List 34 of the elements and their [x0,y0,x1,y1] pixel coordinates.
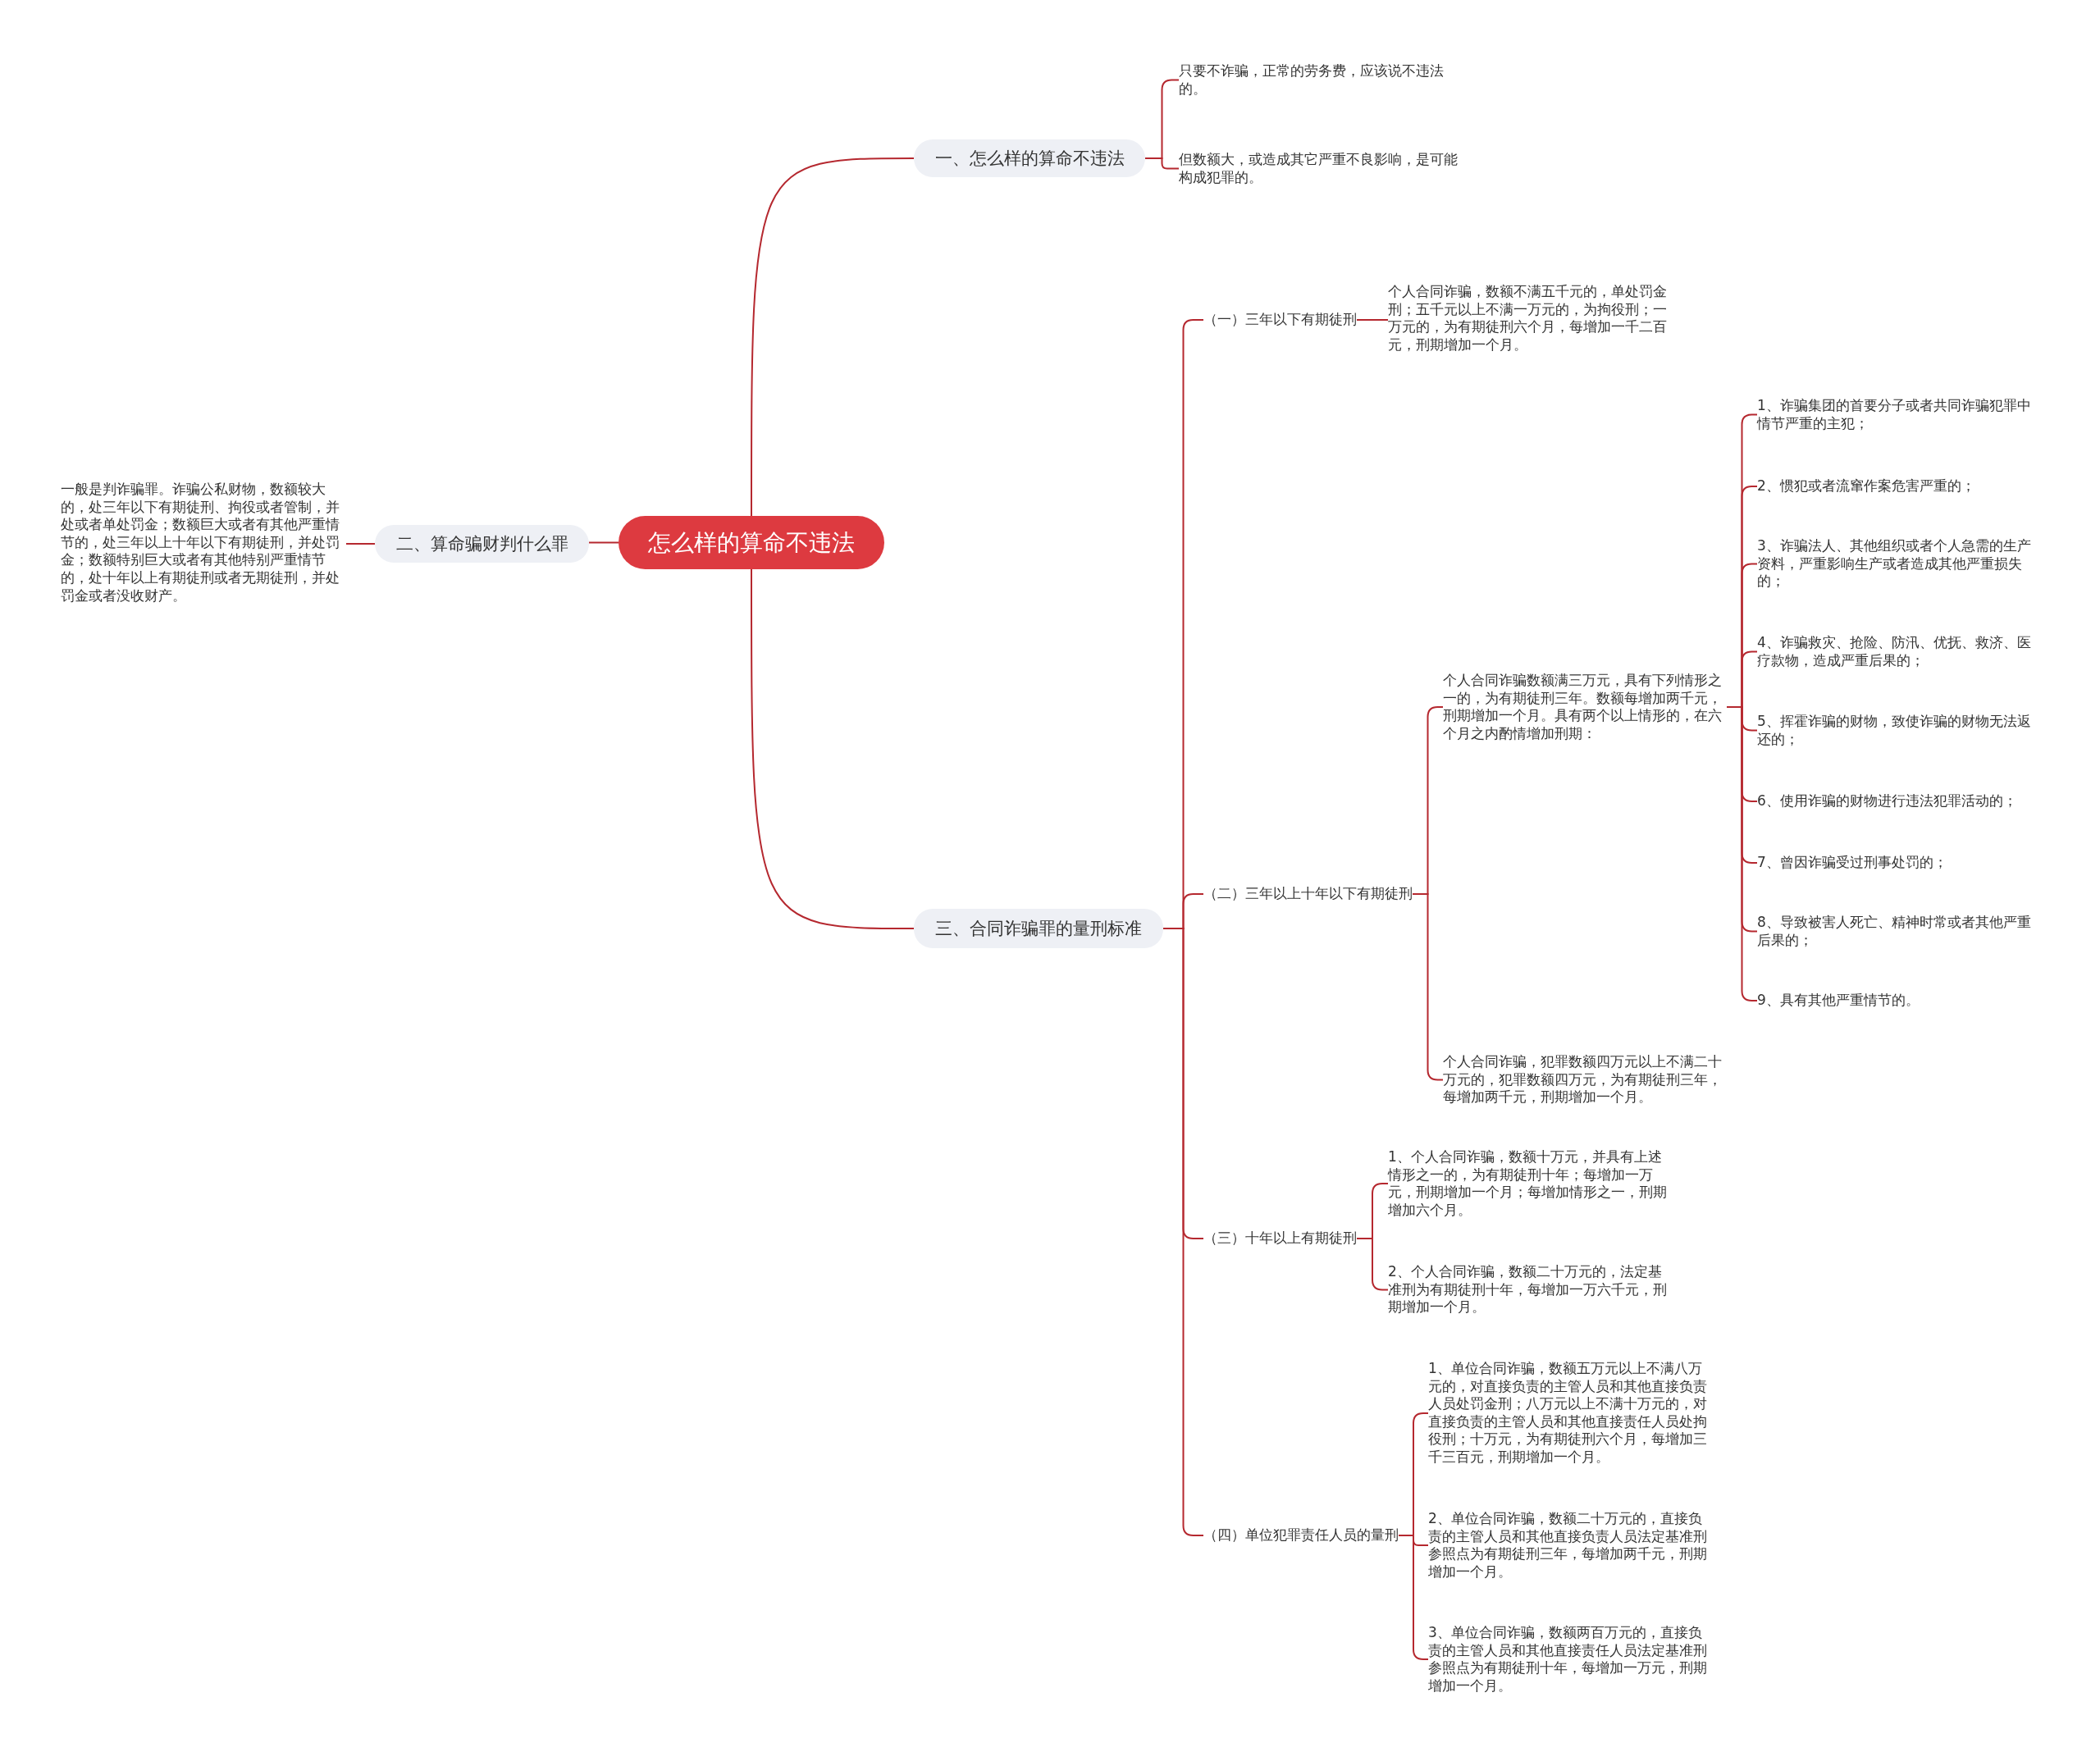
connector-line [588,541,619,544]
connector-line [1144,157,1180,170]
subtopic-label: （一）三年以下有期徒刑 [1203,310,1357,330]
note-text: 1、个人合同诈骗，数额十万元，并具有上述情形之一的，为有期徒刑十年；每增加一万元，刑期增加一个月；每增加情形之一，刑期增加六个月。 [1388,1148,1672,1220]
note-text: 但数额大，或造成其它严重不良影响，是可能构成犯罪的。 [1179,151,1463,187]
note-text: 个人合同诈骗，犯罪数额四万元以上不满二十万元的，犯罪数额四万元，为有期徒刑三年，每增加两千元，刑期增加一个月。 [1443,1053,1727,1106]
subtopic-label: （三）十年以上有期徒刑 [1203,1229,1357,1248]
note-text: 5、挥霍诈骗的财物，致使诈骗的财物无法返还的； [1757,713,2041,749]
note-text: 6、使用诈骗的财物进行违法犯罪活动的； [1757,792,2041,810]
note-text: 4、诈骗救灾、抢险、防汛、优抚、救济、医疗款物，造成严重后果的； [1757,634,2041,670]
note-text: 2、惯犯或者流窜作案危害严重的； [1757,477,2041,495]
note-text: 1、诈骗集团的首要分子或者共同诈骗犯罪中情节严重的主犯； [1757,397,2041,433]
connector-line [751,157,915,517]
connector-line [751,568,915,929]
note-text: 9、具有其他严重情节的。 [1757,992,2041,1010]
note-text: 7、曾因诈骗受过刑事处罚的； [1757,854,2041,872]
branch-topic: 一、怎么样的算命不违法 [914,139,1145,177]
note-text: 1、单位合同诈骗，数额五万元以上不满八万元的，对直接负责的主管人员和其他直接负责人员处罚金刑；八万元以上不满十万元的，对直接负责的主管人员和其他直接责任人员处拘役刑；十万元，为有期徒刑六个月，每增加三千三百元，刑期增加一个月。 [1428,1360,1712,1467]
note-text: 3、单位合同诈骗，数额两百万元的，直接负责的主管人员和其他直接责任人员法定基准刑参照点为有期徒刑十年，每增加一万元，刑期增加一个月。 [1428,1624,1712,1695]
note-text: 8、导致被害人死亡、精神时常或者其他严重后果的； [1757,914,2041,950]
note-text: 只要不诈骗，正常的劳务费，应该说不违法的。 [1179,62,1463,98]
branch-topic: 三、合同诈骗罪的量刑标准 [914,909,1163,948]
note-text: 2、个人合同诈骗，数额二十万元的，法定基准刑为有期徒刑十年，每增加一万六千元，刑期增加一个月。 [1388,1263,1672,1316]
note-text: 一般是判诈骗罪。诈骗公私财物，数额较大的，处三年以下有期徒刑、拘役或者管制，并处或者单处罚金；数额巨大或者有其他严重情节的，处三年以上十年以下有期徒刑，并处罚金；数额特别巨大或者有其他特别严重情节的，处十年以上有期徒刑或者无期徒刑，并处罚金或者没收财产。 [61,481,346,605]
note-text: 2、单位合同诈骗，数额二十万元的，直接负责的主管人员和其他直接负责人员法定基准刑参照点为有期徒刑三年，每增加两千元，刑期增加一个月。 [1428,1510,1712,1581]
subtopic-label: （二）三年以上十年以下有期徒刑 [1203,884,1413,904]
connector-line [1356,319,1389,321]
note-text: 个人合同诈骗，数额不满五千元的，单处罚金刑；五千元以上不满一万元的，为拘役刑；一万元的，为有期徒刑六个月，每增加一千二百元，刑期增加一个月。 [1388,283,1672,354]
note-text: 个人合同诈骗数额满三万元，具有下列情形之一的，为有期徒刑三年。数额每增加两千元，刑期增加一个月。具有两个以上情形的，在六个月之内酌情增加刑期： [1443,672,1727,743]
branch-topic: 二、算命骗财判什么罪 [375,525,589,563]
central-topic: 怎么样的算命不违法 [619,516,884,569]
note-text: 3、诈骗法人、其他组织或者个人急需的生产资料，严重影响生产或者造成其他严重损失的； [1757,537,2041,591]
connector-line [345,543,376,545]
subtopic-label: （四）单位犯罪责任人员的量刑 [1203,1526,1399,1545]
